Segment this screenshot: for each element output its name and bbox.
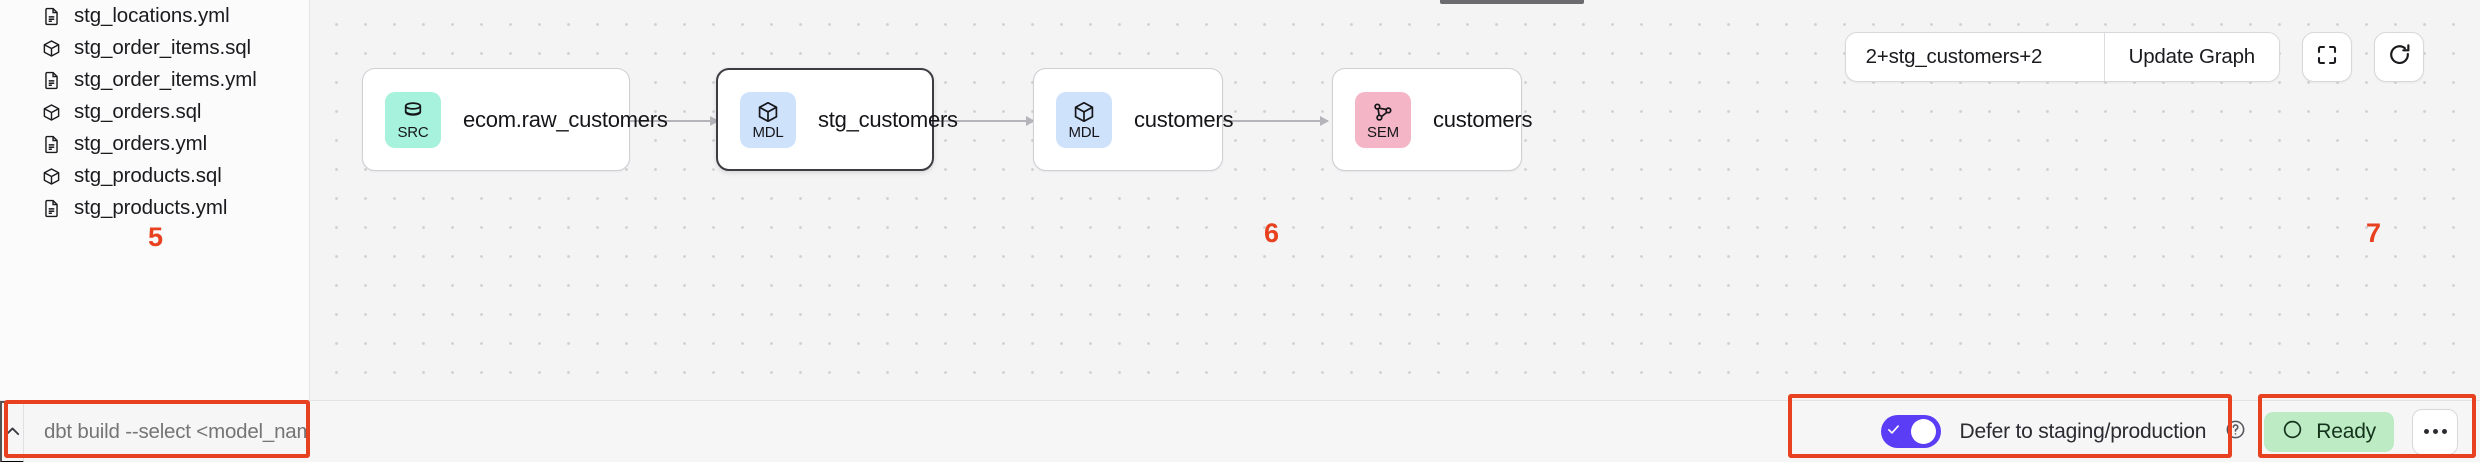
ellipsis-icon[interactable] bbox=[2412, 408, 2458, 455]
file-name: stg_orders.sql bbox=[74, 100, 202, 123]
edge-src-to-stg bbox=[630, 116, 719, 126]
node-title: stg_customers bbox=[818, 106, 958, 132]
node-badge-label: MDL bbox=[1068, 123, 1100, 141]
node-badge-label: MDL bbox=[752, 123, 784, 141]
fit-view-button[interactable] bbox=[2302, 32, 2352, 82]
file-row[interactable]: stg_orders.yml bbox=[0, 128, 309, 160]
graph-node-customers-semantic[interactable]: SEM customers bbox=[1332, 68, 1532, 171]
fullscreen-icon bbox=[2315, 43, 2339, 72]
file-explorer-sidebar: stg_locations.yml stg_order_items.sql st… bbox=[0, 0, 310, 400]
node-badge-label: SRC bbox=[397, 123, 429, 141]
status-badge: Ready bbox=[2264, 411, 2394, 452]
annotation-number-6: 6 bbox=[1264, 218, 1280, 248]
file-row[interactable]: stg_locations.yml bbox=[0, 0, 309, 32]
file-row[interactable]: stg_products.yml bbox=[0, 192, 309, 224]
file-name: stg_products.yml bbox=[74, 196, 228, 219]
defer-label: Defer to staging/production bbox=[1959, 419, 2207, 443]
defer-setting: Defer to staging/production bbox=[1880, 415, 2247, 448]
help-circle-icon[interactable] bbox=[2225, 419, 2246, 445]
status-label: Ready bbox=[2316, 419, 2376, 443]
file-name: stg_products.sql bbox=[74, 164, 222, 187]
file-row[interactable]: stg_products.sql bbox=[0, 160, 309, 192]
refresh-icon bbox=[2387, 42, 2412, 72]
file-document-icon bbox=[42, 7, 61, 26]
node-title: customers bbox=[1433, 106, 1533, 132]
refresh-button[interactable] bbox=[2374, 32, 2424, 82]
file-row[interactable]: stg_order_items.yml bbox=[0, 64, 309, 96]
dot bbox=[2432, 429, 2438, 434]
node-badge: SEM bbox=[1355, 91, 1411, 148]
annotation-number-5: 5 bbox=[148, 222, 164, 252]
node-title: customers bbox=[1134, 106, 1234, 132]
graph-node-customers-model[interactable]: MDL customers bbox=[1033, 68, 1233, 171]
bottom-status-bar: Defer to staging/production Ready bbox=[0, 400, 2480, 462]
node-title: ecom.raw_customers bbox=[463, 106, 668, 132]
file-row[interactable]: stg_order_items.sql bbox=[0, 32, 309, 64]
active-tab-indicator bbox=[1440, 0, 1584, 4]
file-document-icon bbox=[42, 71, 61, 90]
dot bbox=[2423, 429, 2429, 434]
node-badge: MDL bbox=[1056, 91, 1112, 148]
dot bbox=[2441, 429, 2447, 434]
graph-node-stg-customers[interactable]: MDL stg_customers bbox=[716, 68, 958, 171]
file-name: stg_order_items.yml bbox=[74, 68, 257, 91]
status-cluster: Defer to staging/production Ready bbox=[1880, 408, 2458, 455]
command-bar bbox=[0, 400, 310, 462]
file-name: stg_locations.yml bbox=[74, 4, 230, 27]
chevron-up-icon[interactable] bbox=[0, 400, 24, 462]
cube-icon bbox=[42, 103, 61, 122]
edge-customers-to-sem bbox=[1223, 116, 1329, 126]
edge-stg-to-customers bbox=[934, 116, 1035, 126]
circle-icon bbox=[2282, 419, 2303, 445]
file-name: stg_orders.yml bbox=[74, 132, 208, 155]
graph-toolbar: Update Graph bbox=[1844, 32, 2424, 82]
lineage-graph-canvas[interactable]: Update Graph SRC ecom.raw_custome bbox=[310, 0, 2480, 400]
file-document-icon bbox=[42, 199, 61, 218]
update-graph-button[interactable]: Update Graph bbox=[2103, 33, 2279, 81]
cube-icon bbox=[42, 39, 61, 58]
graph-query-input[interactable] bbox=[1845, 33, 2104, 81]
file-row[interactable]: stg_orders.sql bbox=[0, 96, 309, 128]
file-document-icon bbox=[42, 135, 61, 154]
node-badge-label: SEM bbox=[1367, 123, 1399, 141]
node-badge: SRC bbox=[385, 91, 441, 148]
graph-query-group: Update Graph bbox=[1844, 32, 2280, 82]
node-badge: MDL bbox=[740, 91, 796, 148]
command-input[interactable] bbox=[24, 400, 310, 462]
defer-toggle[interactable] bbox=[1880, 415, 1941, 448]
toggle-knob bbox=[1910, 419, 1936, 444]
graph-node-src[interactable]: SRC ecom.raw_customers bbox=[362, 68, 668, 171]
check-icon bbox=[1886, 422, 1901, 442]
cube-icon bbox=[42, 167, 61, 186]
file-name: stg_order_items.sql bbox=[74, 36, 251, 59]
annotation-number-7: 7 bbox=[2366, 218, 2382, 248]
